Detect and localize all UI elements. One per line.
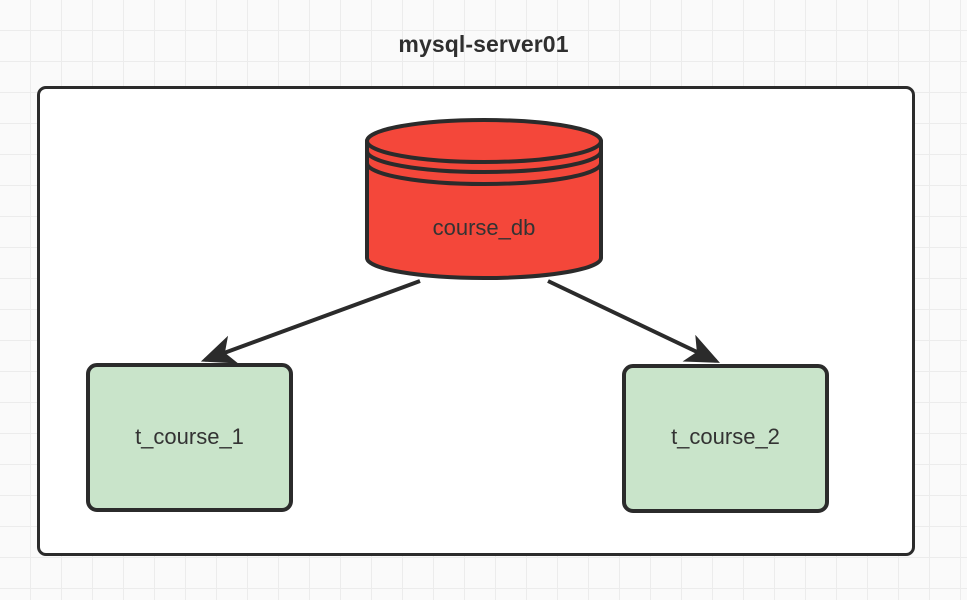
node-t_course_1-label: t_course_1: [135, 424, 244, 449]
node-course_db-label: course_db: [432, 215, 536, 240]
diagram-title: mysql-server01: [398, 31, 569, 57]
server-container-box[interactable]: [37, 86, 915, 556]
node-t_course_2-label: t_course_2: [671, 424, 780, 449]
